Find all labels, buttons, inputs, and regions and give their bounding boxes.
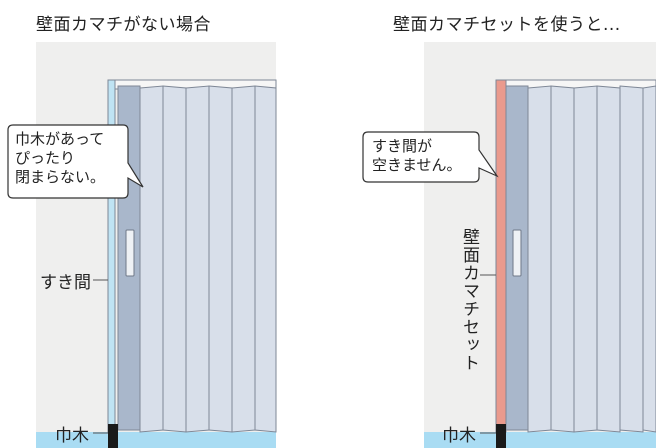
right-baseboard (496, 424, 506, 448)
left-door-panels (139, 85, 277, 433)
gap-label: すき間 (40, 273, 91, 293)
kamachi-set-label: 壁面カマチセット (459, 228, 479, 372)
left-door-handle (125, 229, 135, 277)
left-panel-title: 壁面カマチがない場合 (36, 15, 211, 35)
right-floor (424, 432, 656, 448)
left-speech-bubble (7, 124, 144, 199)
right-door-panels (527, 85, 656, 433)
left-baseboard-label: 巾木 (55, 426, 89, 446)
right-baseboard-label: 巾木 (442, 426, 476, 446)
left-baseboard (108, 424, 118, 448)
left-door-illustration (7, 42, 277, 448)
left-floor (36, 432, 276, 448)
left-bubble-text: 巾木があって ぴったり 閉まらない。 (15, 130, 106, 186)
right-kamachi-strip (495, 79, 507, 433)
right-speech-bubble (362, 131, 499, 183)
right-door-illustration (362, 42, 656, 448)
right-bubble-text: すき間が 空きません。 (372, 137, 462, 174)
right-door-handle (512, 229, 522, 277)
right-panel-title: 壁面カマチセットを使うと... (393, 15, 621, 35)
